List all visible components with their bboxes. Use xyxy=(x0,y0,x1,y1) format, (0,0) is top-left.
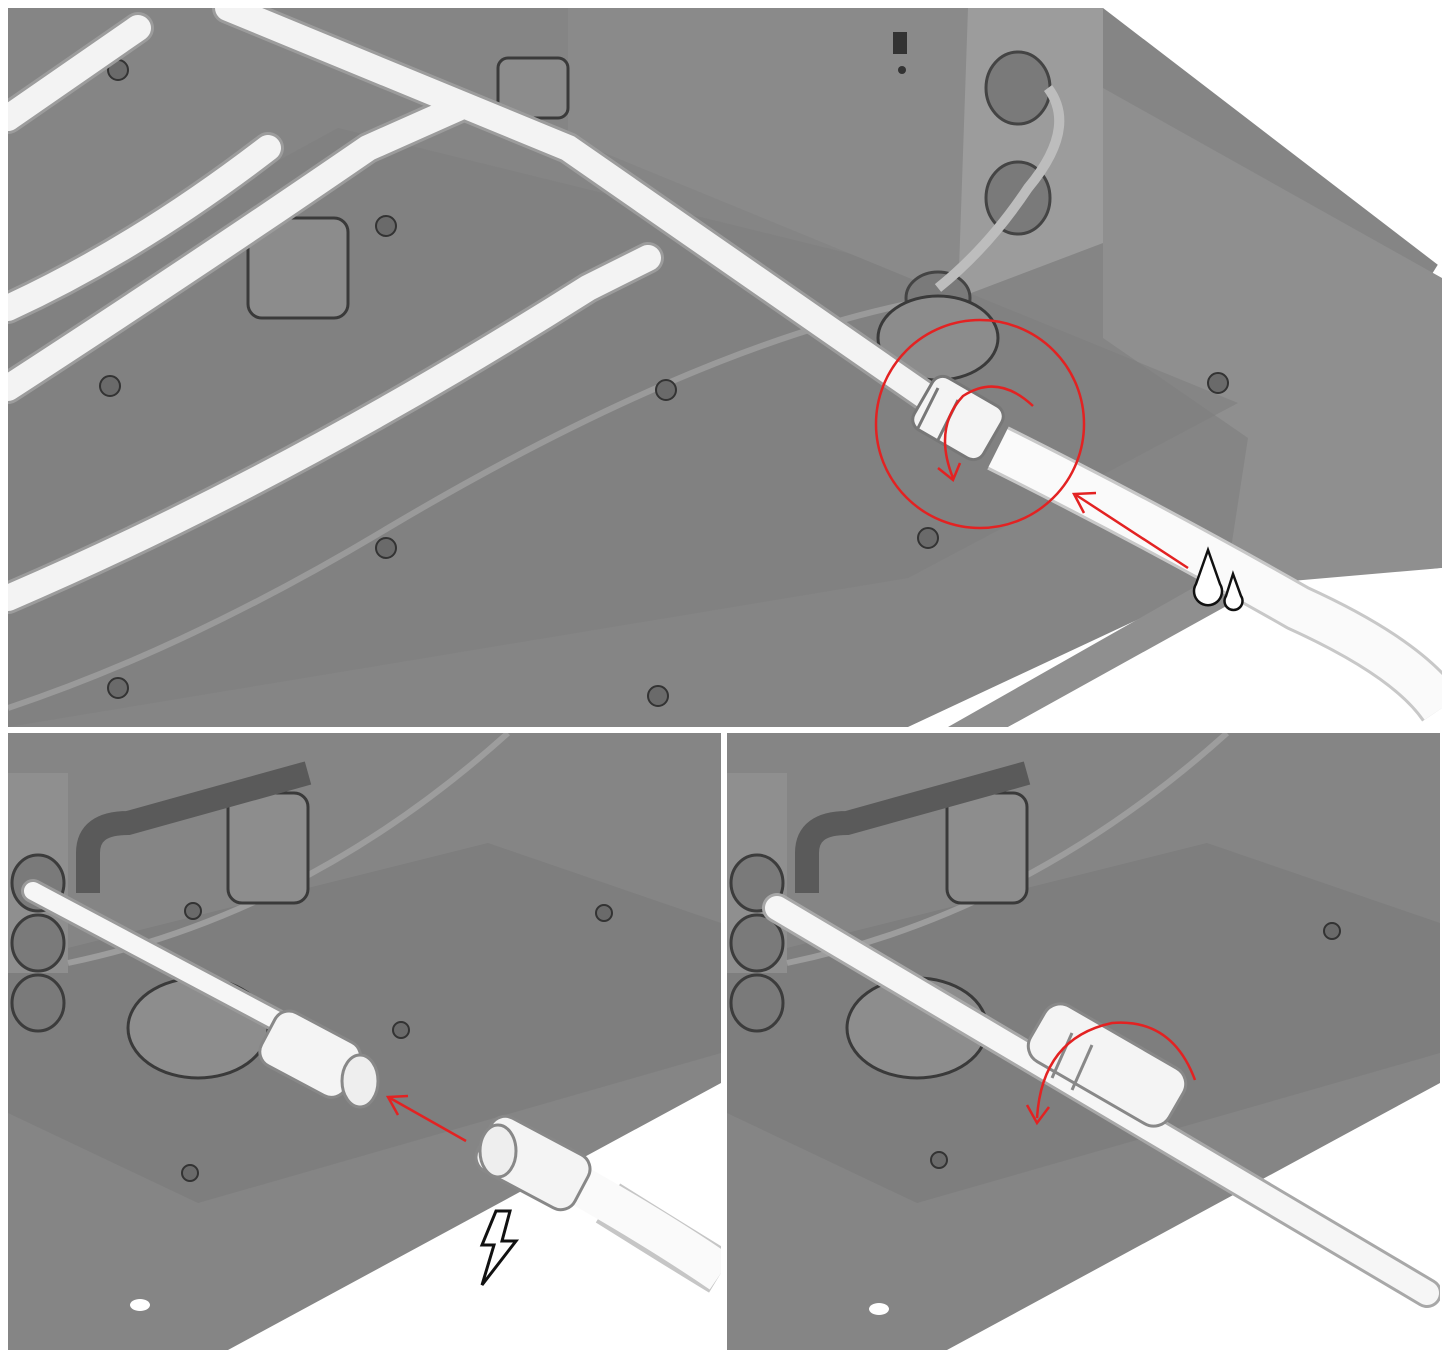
base-plate-edge xyxy=(948,88,1442,727)
joined-coupling xyxy=(1026,1002,1188,1128)
plate-hole xyxy=(869,1303,889,1315)
water-drops-icon xyxy=(1192,546,1244,612)
drain-hose xyxy=(988,429,1442,721)
insert-arrowhead xyxy=(1071,491,1097,514)
rotate-arrowhead xyxy=(937,462,962,483)
white-corner xyxy=(248,1093,721,1350)
plug-coupling xyxy=(474,1114,592,1212)
screws xyxy=(181,902,613,1182)
white-corner xyxy=(967,1093,1440,1350)
cable xyxy=(934,85,1065,292)
box-slot xyxy=(893,32,907,54)
hoses xyxy=(8,8,941,611)
white-corner xyxy=(1103,8,1442,268)
cable-glands xyxy=(729,853,785,1033)
rotate-arrowhead xyxy=(1025,1104,1050,1126)
insert-arrow-icon xyxy=(389,1096,467,1143)
box-hole xyxy=(898,66,906,74)
panel-step-1 xyxy=(8,8,1442,727)
panel-step-3 xyxy=(727,733,1440,1350)
screws xyxy=(930,922,1341,1169)
insert-arrowhead xyxy=(385,1094,409,1116)
pipe-fittings xyxy=(246,56,1000,382)
cable-routed xyxy=(8,295,939,711)
panel-step-2 xyxy=(8,733,721,1350)
inner-plate xyxy=(8,843,721,1203)
illustration-step-3 xyxy=(727,733,1440,1350)
rotate-arrow-icon xyxy=(943,385,1034,479)
plate-hole xyxy=(130,1299,150,1311)
insert-arrow-icon xyxy=(1075,493,1189,570)
rotate-arrow-icon xyxy=(1035,1021,1197,1119)
highlight-circle xyxy=(874,318,1086,530)
socket-coupling xyxy=(258,1009,380,1109)
illustration-step-1 xyxy=(8,8,1442,727)
illustration-step-2 xyxy=(8,733,721,1350)
lightning-icon xyxy=(479,1209,520,1286)
